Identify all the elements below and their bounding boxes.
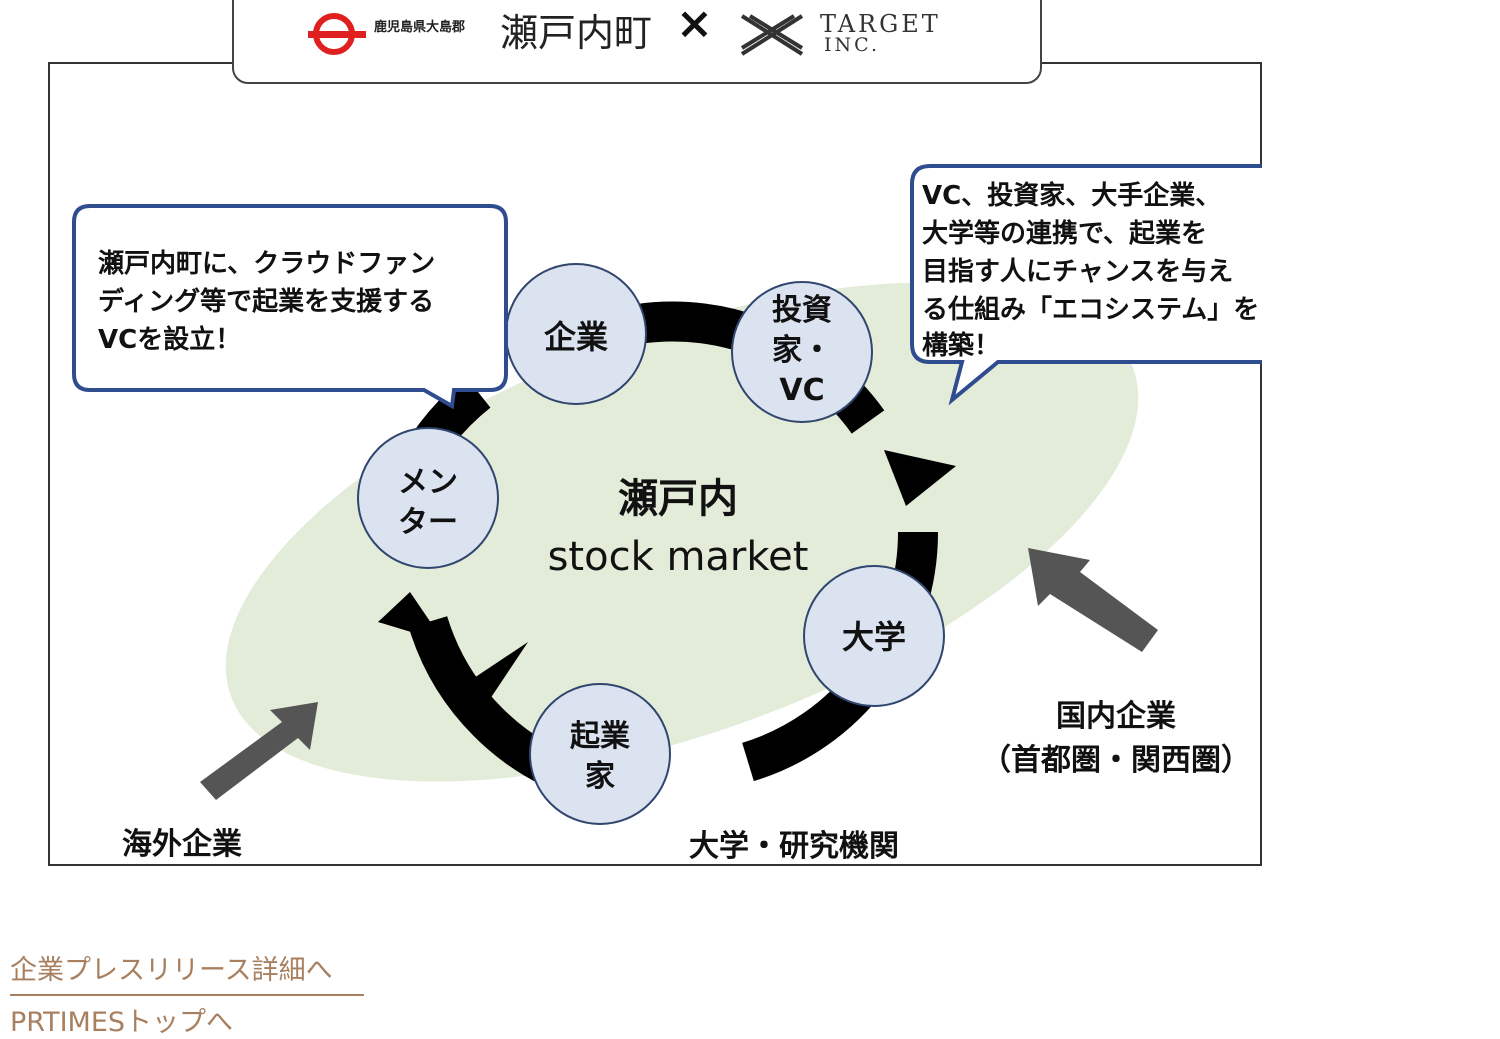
cycle-arrowhead-bottom xyxy=(468,642,528,702)
node-kigyou: 企業 xyxy=(505,263,647,405)
times-sign: × xyxy=(676,0,713,49)
cycle-arrowhead-right xyxy=(884,450,956,506)
callout-right-line3: 目指す人にチャンスを与え xyxy=(922,257,1233,287)
press-release-detail-link[interactable]: 企業プレスリリース詳細へ xyxy=(10,955,333,986)
footer-divider xyxy=(10,994,364,996)
callout-right: VC、投資家、大手企業、 大学等の連携で、起業を 目指す人にチャンスを与え る仕… xyxy=(910,164,1262,406)
callout-left-line2: ディング等で起業を支援する xyxy=(98,286,434,317)
ecosystem-diagram: 企業 投資 家・ VC メン ター 起業 家 大学 瀬戸内 stock mark… xyxy=(72,164,1262,864)
node-kigyouka: 起業 家 xyxy=(529,683,671,825)
node-kigyouka-label-1: 起業 xyxy=(570,719,630,754)
node-daigaku-label: 大学 xyxy=(842,618,906,656)
ecosystem-figure: 企業 投資 家・ VC メン ター 起業 家 大学 瀬戸内 stock mark… xyxy=(48,62,1262,866)
domestic-arrow xyxy=(1028,548,1158,652)
label-overseas: 海外企業 xyxy=(122,827,242,862)
callout-right-line2: 大学等の連携で、起業を xyxy=(922,218,1207,249)
prefecture-label: 鹿児島県大島郡 xyxy=(374,20,466,35)
target-logo-icon xyxy=(740,14,804,56)
center-subtitle: stock market xyxy=(548,534,809,580)
label-university: 大学・研究機関 xyxy=(689,829,899,864)
node-daigaku: 大学 xyxy=(803,565,945,707)
town-name: 瀬戸内町 xyxy=(500,11,653,55)
node-mentor-label-2: ター xyxy=(398,505,458,540)
overseas-arrow xyxy=(200,702,318,800)
callout-right-line4: る仕組み「エコシステム」を xyxy=(922,294,1259,325)
label-domestic-1: 国内企業 xyxy=(1056,699,1176,734)
node-toushika: 投資 家・ VC xyxy=(731,281,873,423)
node-toushika-label-3: VC xyxy=(779,373,824,408)
node-mentor: メン ター xyxy=(357,427,499,569)
callout-left-line1: 瀬戸内町に、クラウドファン xyxy=(98,249,435,279)
node-kigyou-label: 企業 xyxy=(544,318,608,356)
town-logo-icon xyxy=(308,13,366,55)
callout-right-line1: VC、投資家、大手企業、 xyxy=(922,180,1221,211)
target-name: TARGET xyxy=(820,10,941,38)
node-toushika-label-1: 投資 xyxy=(772,293,832,328)
callout-left-line3: VCを設立！ xyxy=(98,324,241,355)
callout-right-line5: 構築！ xyxy=(922,330,1000,361)
node-mentor-label-1: メン xyxy=(398,465,458,500)
label-domestic-2: （首都圏・関西圏） xyxy=(981,743,1251,778)
cycle-arrowhead-left xyxy=(378,592,444,642)
target-inc: INC. xyxy=(824,34,881,56)
node-kigyouka-label-2: 家 xyxy=(585,759,615,794)
center-title: 瀬戸内 xyxy=(618,476,738,522)
node-toushika-label-2: 家・ xyxy=(772,333,832,368)
callout-left: 瀬戸内町に、クラウドファン ディング等で起業を支援する VCを設立！ xyxy=(72,204,508,410)
header-banner: 鹿児島県大島郡 瀬戸内町 × TARGET INC. xyxy=(232,0,1042,84)
